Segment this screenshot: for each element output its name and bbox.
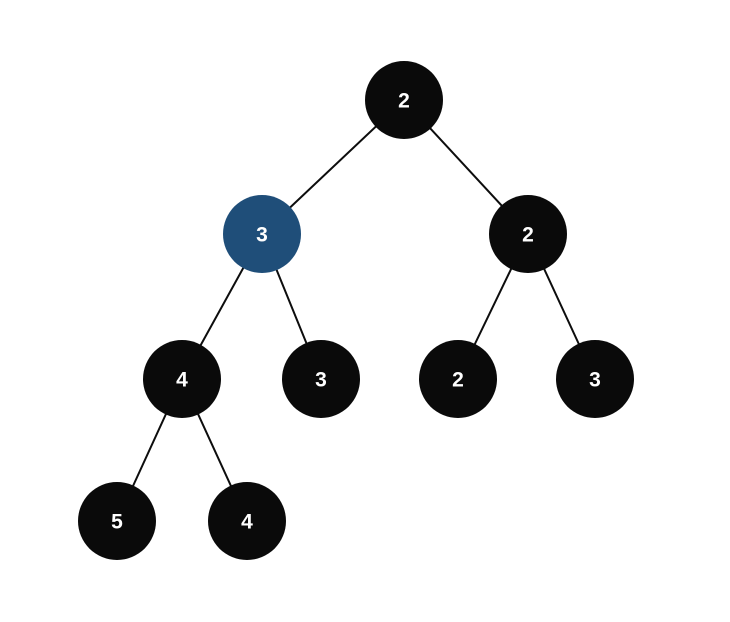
tree-node-circle[interactable] [489, 195, 567, 273]
tree-node[interactable]: 2 [365, 61, 443, 139]
tree-node-circle[interactable] [78, 482, 156, 560]
tree-node[interactable]: 2 [419, 340, 497, 418]
tree-node[interactable]: 4 [208, 482, 286, 560]
tree-node[interactable]: 4 [143, 340, 221, 418]
tree-node-circle[interactable] [365, 61, 443, 139]
tree-node-circle[interactable] [208, 482, 286, 560]
tree-node[interactable]: 5 [78, 482, 156, 560]
tree-node[interactable]: 3 [556, 340, 634, 418]
tree-node[interactable]: 2 [489, 195, 567, 273]
tree-node-circle[interactable] [282, 340, 360, 418]
tree-node[interactable]: 3 [282, 340, 360, 418]
edge-layer [116, 99, 596, 522]
tree-node-circle[interactable] [419, 340, 497, 418]
tree-node-circle[interactable] [143, 340, 221, 418]
tree-node-circle-highlighted[interactable] [223, 195, 301, 273]
tree-node-circle[interactable] [556, 340, 634, 418]
tree-node[interactable]: 3 [223, 195, 301, 273]
